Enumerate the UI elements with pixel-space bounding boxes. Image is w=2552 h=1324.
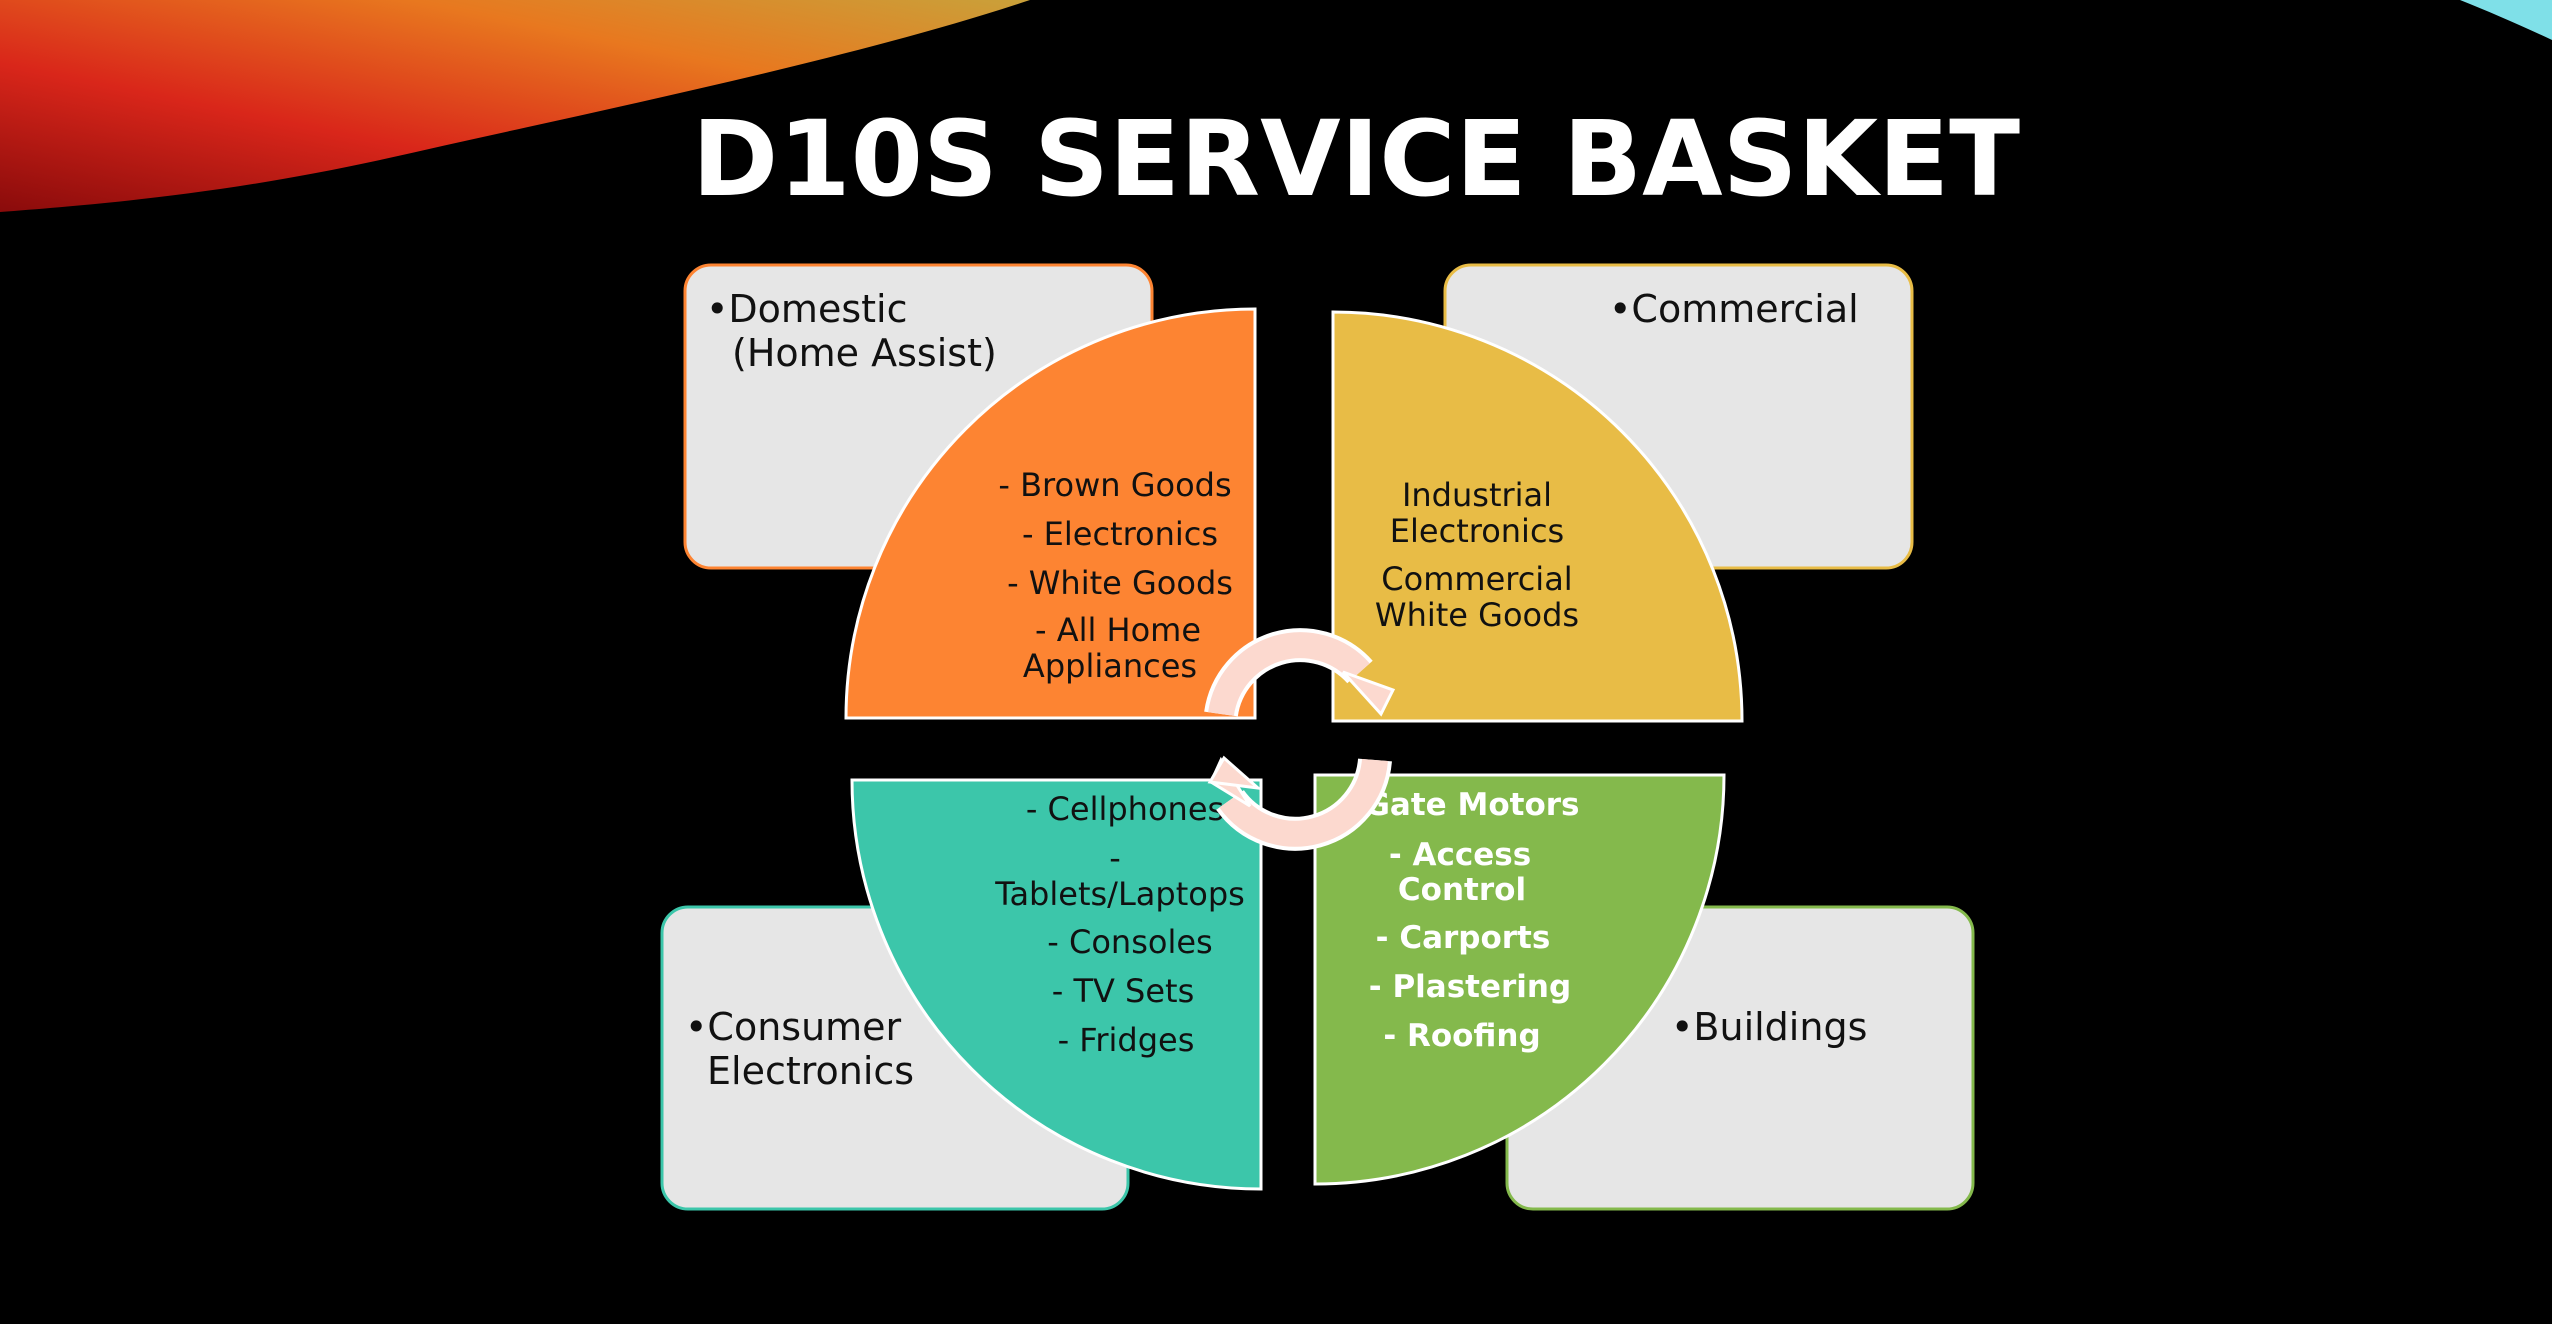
consumer-item: - Fridges (1058, 1021, 1195, 1059)
commercial-label: •Commercial (1609, 287, 1859, 331)
domestic-quadrant (844, 307, 1257, 720)
commercial-item: Electronics (1390, 512, 1564, 550)
consumer-item: - TV Sets (1052, 972, 1195, 1010)
buildings-label: •Buildings (1671, 1005, 1867, 1049)
buildings-item: - Carports (1376, 920, 1551, 956)
domestic-item: - All Home (1035, 611, 1201, 649)
consumer-item: Tablets/Laptops (994, 875, 1245, 913)
commercial-item: White Goods (1375, 596, 1579, 634)
slide-title: D10S SERVICE BASKET (692, 98, 2020, 220)
domestic-item: - Electronics (1022, 515, 1218, 553)
consumer-sublabel: Electronics (707, 1049, 914, 1093)
domestic-item: - Brown Goods (998, 466, 1231, 504)
consumer-item: - (1109, 839, 1121, 877)
decorative-swoosh-right (2460, 0, 2552, 40)
cycle-arrow-bottom (1207, 755, 1392, 851)
buildings-item: Gate Motors (1364, 787, 1579, 823)
buildings-item: Control (1398, 872, 1526, 908)
decorative-swoosh (0, 0, 1030, 212)
consumer-item: - Consoles (1047, 923, 1212, 961)
domestic-item: Appliances (1023, 647, 1197, 685)
buildings-item: - Plastering (1369, 969, 1571, 1005)
domestic-label: •Domestic (706, 287, 907, 331)
buildings-quadrant (1313, 773, 1726, 1186)
commercial-quadrant (1331, 310, 1744, 723)
commercial-item: Commercial (1381, 560, 1572, 598)
buildings-item: - Access (1389, 837, 1531, 873)
domestic-item: - White Goods (1007, 564, 1233, 602)
consumer-quadrant (850, 778, 1263, 1191)
buildings-item: - Roofing (1383, 1018, 1540, 1054)
domestic-sublabel: (Home Assist) (732, 331, 997, 375)
consumer-item: - Cellphones (1026, 790, 1224, 828)
consumer-label: •Consumer (685, 1005, 902, 1049)
cycle-arrow-top (1204, 628, 1396, 717)
commercial-item: Industrial (1402, 476, 1552, 514)
